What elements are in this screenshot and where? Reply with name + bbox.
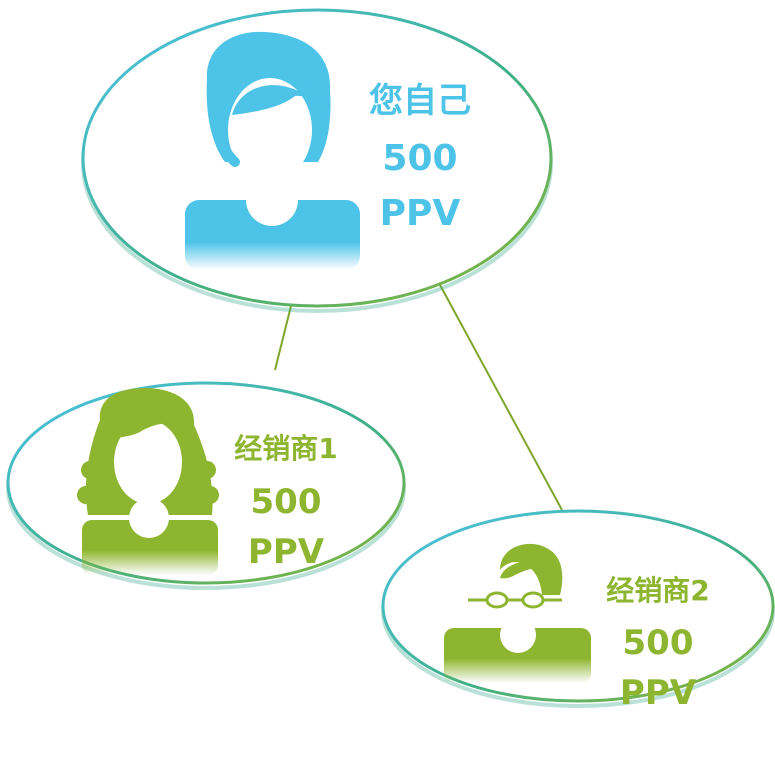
node-distributor1-name: 经销商1 — [234, 432, 337, 465]
person-glasses-icon — [444, 543, 591, 683]
node-distributor2: 经销商2 500 PPV — [381, 509, 775, 713]
person-curly-hair-icon — [77, 388, 219, 575]
node-distributor2-value: 500 — [623, 623, 694, 663]
node-distributor1-unit: PPV — [248, 532, 325, 572]
node-you-value: 500 — [382, 138, 457, 179]
node-distributor1: 经销商1 500 PPV — [6, 381, 406, 590]
node-you: 您自己 500 PPV — [81, 8, 553, 313]
node-distributor2-name: 经销商2 — [606, 574, 709, 607]
node-you-name: 您自己 — [369, 81, 471, 121]
line-you-to-distributor2 — [439, 284, 563, 511]
node-distributor1-value: 500 — [251, 482, 322, 522]
node-you-unit: PPV — [380, 193, 461, 234]
node-distributor2-unit: PPV — [620, 673, 697, 713]
person-female-icon — [185, 31, 360, 270]
